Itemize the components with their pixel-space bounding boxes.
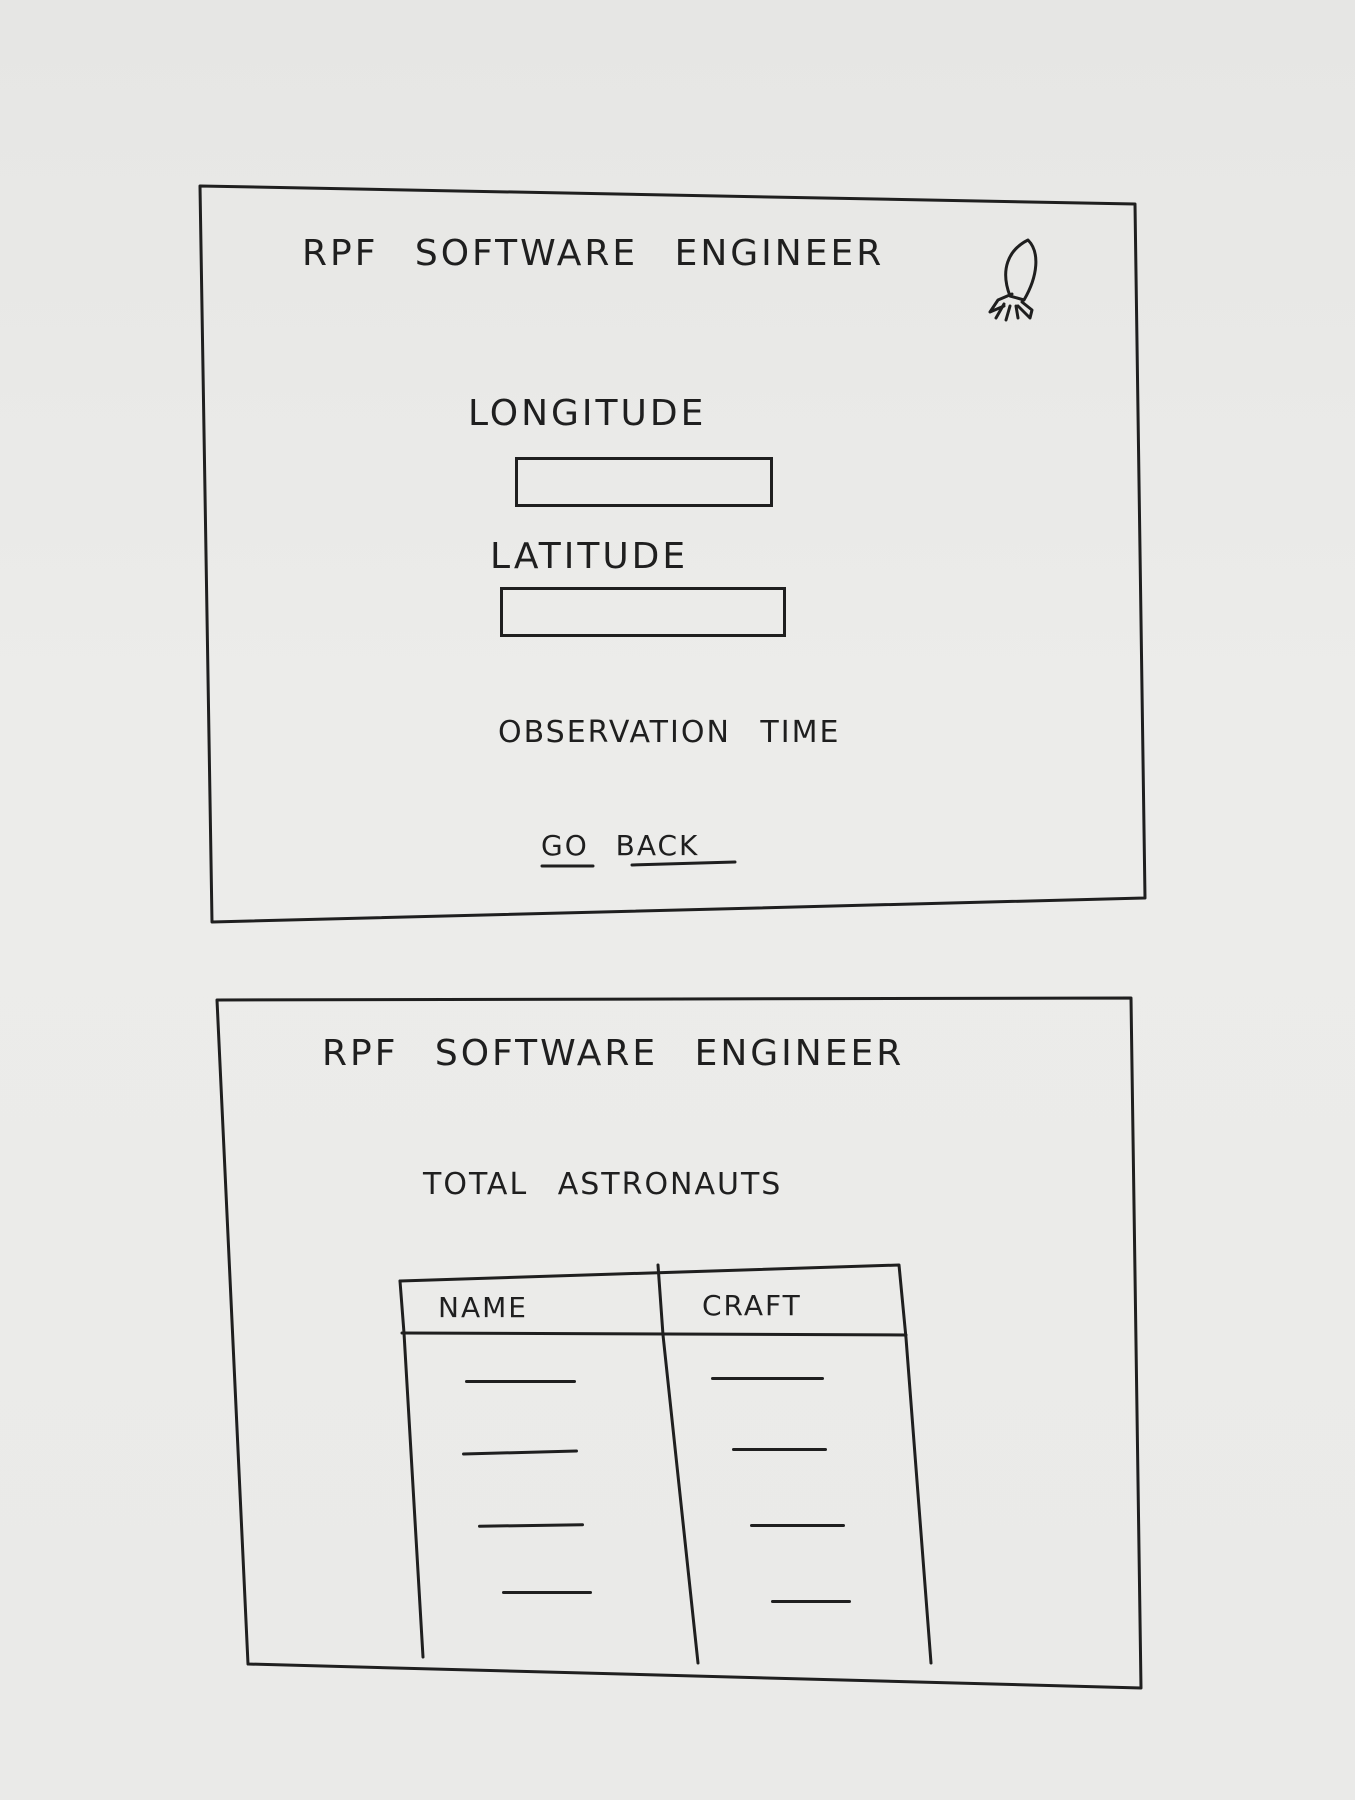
observation-time-label: OBSERVATION TIME — [498, 715, 841, 750]
latitude-input[interactable] — [500, 587, 786, 637]
name-placeholder — [502, 1591, 592, 1594]
screen1-title: RPF SOFTWARE ENGINEER — [302, 233, 885, 274]
go-back-underline — [540, 860, 737, 868]
longitude-input[interactable] — [515, 457, 773, 507]
table-header-name: NAME — [438, 1291, 528, 1324]
go-back-link[interactable]: GO BACK — [541, 829, 700, 862]
screen1-frame — [198, 184, 1147, 924]
craft-placeholder — [711, 1377, 824, 1380]
name-placeholder — [465, 1380, 576, 1383]
craft-placeholder — [750, 1524, 845, 1527]
craft-placeholder — [732, 1448, 827, 1451]
rocket-icon — [988, 238, 1038, 322]
screen2-title: RPF SOFTWARE ENGINEER — [322, 1033, 905, 1074]
table-column-divider — [656, 1263, 700, 1665]
table-header-divider — [400, 1331, 908, 1337]
longitude-label: LONGITUDE — [468, 393, 707, 434]
table-left-border — [398, 1279, 425, 1659]
latitude-label: LATITUDE — [490, 536, 689, 577]
craft-placeholder — [771, 1600, 851, 1603]
table-outline — [398, 1263, 933, 1665]
table-header-craft: CRAFT — [702, 1289, 802, 1322]
total-astronauts-label: TOTAL ASTRONAUTS — [423, 1167, 783, 1202]
screen2-frame — [215, 996, 1143, 1690]
